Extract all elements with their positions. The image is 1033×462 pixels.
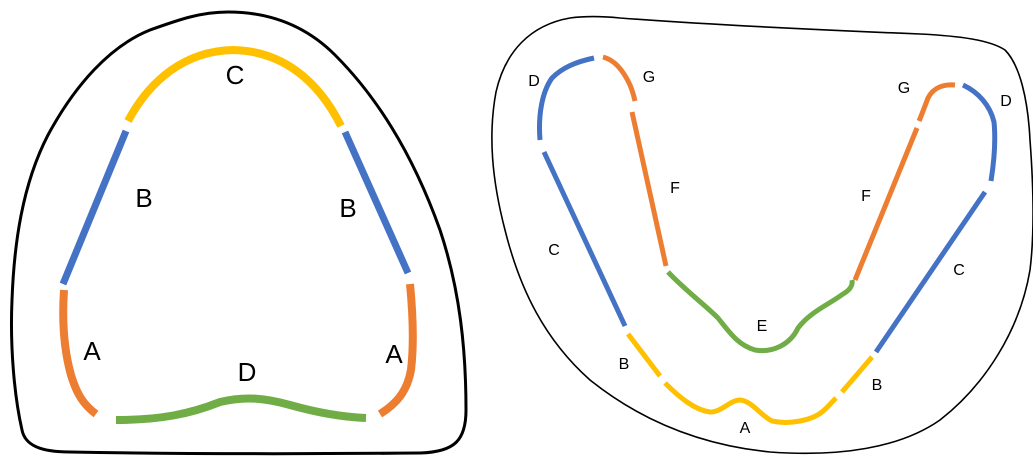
- segment-a-right: [377, 283, 417, 418]
- label-a-right: A: [385, 339, 403, 369]
- label-a-left: A: [83, 336, 101, 366]
- label-f-left: F: [670, 180, 680, 197]
- segment-f-right: [852, 127, 920, 281]
- label-d: D: [238, 357, 257, 387]
- segment-a: [663, 381, 838, 425]
- label-g-left: G: [643, 69, 655, 86]
- segment-b-left: [59, 129, 130, 286]
- left-outline: [9, 10, 468, 456]
- segment-a-left: [59, 289, 99, 418]
- label-b-right: B: [339, 193, 356, 223]
- segment-b-left: [626, 332, 662, 378]
- segment-b-right: [341, 130, 412, 275]
- label-c: C: [226, 60, 245, 90]
- label-d-right: D: [1000, 93, 1012, 110]
- label-e: E: [757, 318, 768, 335]
- label-g-right: G: [898, 80, 910, 97]
- segment-c-right: [873, 190, 988, 354]
- label-c-right: C: [953, 262, 965, 279]
- label-b-left: B: [135, 183, 152, 213]
- right-outline: [491, 15, 1033, 455]
- segment-f-left: [629, 111, 669, 267]
- segment-c-left: [541, 150, 628, 328]
- segment-c: [124, 46, 345, 128]
- segment-e: [666, 270, 855, 354]
- label-b-right: B: [872, 377, 883, 394]
- left-diagram: C B B A A D: [9, 10, 468, 456]
- segment-b-right: [840, 355, 874, 394]
- right-diagram: D G G D F F C C E B B A: [491, 15, 1033, 455]
- label-c-left: C: [548, 242, 560, 259]
- label-a: A: [740, 420, 751, 437]
- segment-d-left: [537, 55, 595, 141]
- segment-d-right: [961, 82, 998, 182]
- segment-d: [115, 394, 367, 424]
- segment-g-left: [602, 54, 638, 102]
- label-d-left: D: [528, 73, 540, 90]
- segment-g-right: [916, 82, 956, 122]
- label-b-left: B: [619, 356, 630, 373]
- label-f-right: F: [861, 188, 871, 205]
